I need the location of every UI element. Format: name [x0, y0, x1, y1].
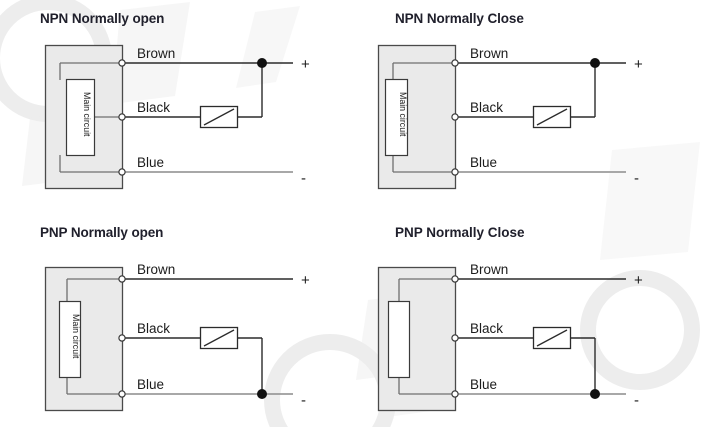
terminal-brown — [451, 59, 459, 67]
rail-positive: + — [634, 272, 643, 289]
rail-negative: - — [301, 170, 306, 187]
terminal-brown — [118, 59, 126, 67]
load-symbol — [199, 326, 239, 350]
rail-positive: + — [301, 272, 310, 289]
junction-dot — [590, 389, 600, 399]
rail-negative: - — [301, 392, 306, 409]
terminal-blue — [451, 390, 459, 398]
main-circuit-label: Main circuit — [71, 314, 81, 359]
diagram-canvas: Main circuit Brown Black — [0, 214, 355, 427]
junction-dot — [257, 389, 267, 399]
label-brown: Brown — [137, 262, 175, 277]
diagram-npn-normally-open: NPN Normally open Main circuit — [0, 0, 355, 213]
main-circuit-label: Main circuit — [398, 92, 408, 137]
load-symbol — [532, 326, 572, 350]
main-circuit-block — [58, 300, 82, 379]
diagram-title: NPN Normally Close — [395, 11, 524, 26]
label-blue: Blue — [470, 377, 497, 392]
label-black: Black — [470, 100, 503, 115]
load-symbol — [532, 105, 572, 129]
terminal-brown — [451, 275, 459, 283]
load-symbol — [199, 105, 239, 129]
diagram-canvas: Brown Black Blue + - — [355, 214, 710, 427]
terminal-black — [118, 113, 126, 121]
diagram-title: PNP Normally Close — [395, 225, 525, 240]
terminal-blue — [118, 168, 126, 176]
diagram-canvas: Main circuit — [0, 0, 355, 213]
main-circuit-block — [387, 300, 411, 379]
label-blue: Blue — [470, 155, 497, 170]
label-black: Black — [470, 321, 503, 336]
terminal-brown — [118, 275, 126, 283]
label-blue: Blue — [137, 377, 164, 392]
label-brown: Brown — [470, 46, 508, 61]
rail-negative: - — [634, 392, 639, 409]
label-brown: Brown — [470, 262, 508, 277]
terminal-black — [451, 113, 459, 121]
label-black: Black — [137, 321, 170, 336]
label-brown: Brown — [137, 46, 175, 61]
label-black: Black — [137, 100, 170, 115]
diagram-canvas: Main circuit Brown Black — [355, 0, 710, 213]
junction-dot — [590, 58, 600, 68]
diagram-npn-normally-close: NPN Normally Close Main circuit — [355, 0, 710, 213]
diagram-pnp-normally-close: PNP Normally Close — [355, 214, 710, 427]
main-circuit-block — [384, 78, 409, 157]
terminal-black — [451, 334, 459, 342]
main-circuit-label: Main circuit — [82, 92, 92, 137]
main-circuit-block — [65, 78, 96, 157]
diagram-title: PNP Normally open — [40, 225, 164, 240]
diagram-title: NPN Normally open — [40, 11, 165, 26]
rail-positive: + — [301, 56, 310, 73]
junction-dot — [257, 58, 267, 68]
rail-positive: + — [634, 56, 643, 73]
diagram-pnp-normally-open: PNP Normally open Main circuit — [0, 214, 355, 427]
rail-negative: - — [634, 170, 639, 187]
sensor-body — [44, 266, 124, 412]
terminal-black — [118, 334, 126, 342]
terminal-blue — [451, 168, 459, 176]
terminal-blue — [118, 390, 126, 398]
label-blue: Blue — [137, 155, 164, 170]
